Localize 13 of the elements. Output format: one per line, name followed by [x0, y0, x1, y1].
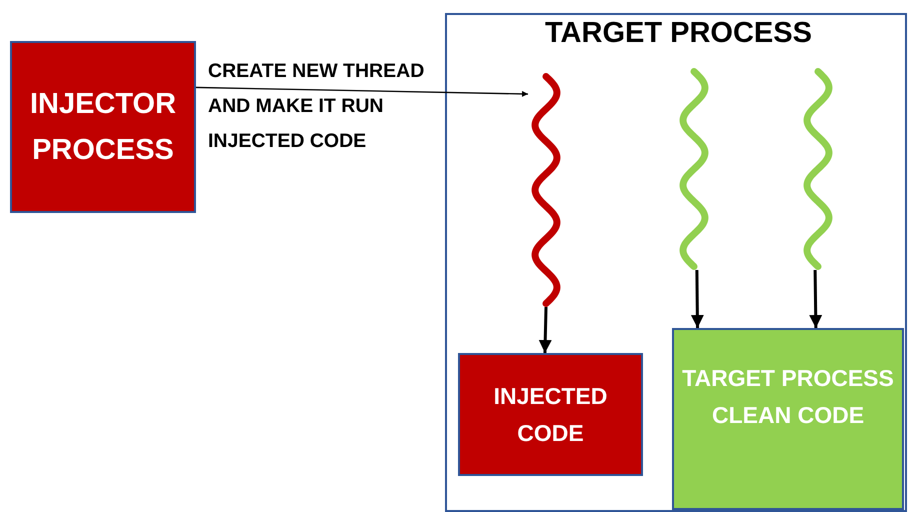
arrow — [538, 306, 552, 354]
process-container — [445, 13, 907, 512]
code-box — [458, 353, 643, 476]
box-label: INJECTOR PROCESS — [28, 86, 178, 168]
arrow — [196, 86, 528, 97]
arrow — [690, 270, 704, 328]
box-label: INJECTED CODE — [492, 382, 608, 448]
box-label: TARGET PROCESS CLEAN CODE — [681, 364, 895, 430]
code-box — [672, 328, 904, 510]
container-heading: TARGET PROCESS — [544, 17, 813, 50]
edge-label: CREATE NEW THREAD AND MAKE IT RUN INJECTED CODE — [208, 59, 426, 154]
process-box — [10, 41, 196, 213]
arrow — [809, 270, 822, 328]
